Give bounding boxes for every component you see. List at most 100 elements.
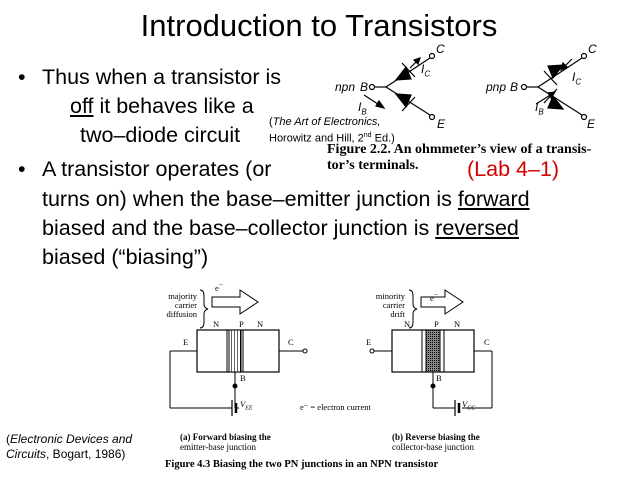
- left-p-region: [228, 329, 242, 373]
- bullet2-forward: forward: [457, 187, 530, 211]
- pnp-ib-sub: B: [538, 107, 544, 117]
- pnp-ib-text: I: [535, 100, 539, 114]
- citation1-paren: (: [269, 116, 273, 128]
- majority-line1: majority: [168, 291, 197, 301]
- pnp-collector-label: C: [588, 42, 597, 56]
- right-caption-line1: (b) Reverse biasing the: [392, 432, 480, 442]
- left-region-n2: N: [257, 319, 264, 329]
- left-region-n1: N: [213, 319, 220, 329]
- bullet-marker-1: •: [18, 65, 26, 89]
- npn-emitter-label: E: [437, 117, 446, 131]
- right-e-text: e: [430, 292, 434, 303]
- drift-arrow: [420, 289, 464, 315]
- vcc-label: VCC: [462, 399, 475, 412]
- right-region-p: P: [434, 319, 439, 329]
- npn-collector-terminal: [428, 52, 436, 60]
- reverse-bias-circuit: [369, 289, 493, 416]
- pnp-eb-diode: [547, 94, 565, 110]
- minority-carrier-label: minority carrier drift: [355, 292, 405, 319]
- citation1-line2: Horowitz and Hill, 2nd Ed.): [269, 129, 395, 146]
- bullet2-line3a: biased and the base–collector junction i…: [42, 216, 436, 240]
- pnp-emitter-terminal: [580, 113, 588, 121]
- minority-line2: carrier: [382, 300, 405, 310]
- citation-art-of-electronics: (The Art of Electronics, Horowitz and Hi…: [269, 116, 395, 146]
- npn-emitter-terminal: [428, 113, 436, 121]
- figure-4-3-caption: Figure 4.3 Biasing the two PN junctions …: [165, 459, 439, 470]
- diffusion-arrow: [211, 289, 259, 315]
- right-region-n1: N: [404, 319, 411, 329]
- vee-sub: EE: [245, 405, 253, 412]
- right-base-label: B: [436, 373, 442, 383]
- left-region-p: P: [239, 319, 244, 329]
- pnp-emitter-label: E: [587, 117, 596, 131]
- left-emitter-label: E: [183, 337, 189, 347]
- citation1-line1: The Art of Electronics,: [272, 116, 381, 128]
- citation2-line1: Electronic Devices and: [10, 432, 133, 446]
- vcc-v: V: [462, 399, 468, 409]
- npn-be-diode: [394, 93, 412, 109]
- pnp-cb-diode: [547, 64, 565, 80]
- bullet-marker-2: •: [18, 157, 26, 181]
- bullet1-line2-rest: it behaves like a: [93, 94, 254, 118]
- npn-diode-model: [363, 52, 436, 121]
- npn-base-label: B: [360, 80, 369, 94]
- pnp-type-label: pnp: [486, 80, 507, 94]
- pnp-collector-terminal: [580, 52, 588, 60]
- majority-carrier-label: majority carrier diffusion: [147, 292, 197, 319]
- npn-ib-label: IB: [358, 100, 367, 116]
- lab-reference: (Lab 4–1): [467, 157, 560, 181]
- fig22-caption-line2: tor’s terminals.: [327, 158, 419, 173]
- bullet2-line3: biased and the base–collector junction i…: [42, 213, 519, 243]
- reverse-bias-caption: (b) Reverse biasing the collector-base j…: [392, 432, 480, 452]
- forward-bias-circuit: [169, 289, 308, 416]
- right-p-region: [425, 329, 441, 373]
- citation-bogart: (Electronic Devices and Circuits, Bogart…: [6, 432, 132, 462]
- majority-line3: diffusion: [166, 309, 197, 319]
- npn-type-label: npn: [335, 80, 356, 94]
- npn-ic-label: IC: [421, 62, 430, 78]
- pnp-diode-model: [520, 52, 588, 121]
- right-collector-label: C: [484, 337, 490, 347]
- citation1-line2b: Ed.): [371, 132, 395, 145]
- right-region-n2: N: [454, 319, 461, 329]
- citation2-line2b: , Bogart, 1986): [46, 447, 126, 461]
- left-caption-line1: (a) Forward biasing the: [180, 432, 271, 442]
- left-caption-line2: emitter-base junction: [180, 442, 257, 452]
- pnp-ib-label: IB: [535, 100, 544, 116]
- minority-line1: minority: [375, 291, 405, 301]
- slide-title: Introduction to Transistors: [140, 8, 498, 43]
- minority-line3: drift: [390, 309, 405, 319]
- right-caption-line2: collector-base junction: [392, 442, 475, 452]
- citation2-circuits: Circuits: [6, 447, 47, 461]
- bullet1-off: off: [70, 94, 94, 118]
- citation2-paren: (: [6, 432, 10, 446]
- fig22-caption-line1: Figure 2.2. An ohmmeter’s view of a tran…: [327, 142, 592, 157]
- bullet1-line3: two–diode circuit: [80, 123, 241, 147]
- vee-v: V: [240, 399, 246, 409]
- npn-ic-sub: C: [424, 69, 431, 79]
- vcc-sub: CC: [467, 405, 476, 412]
- bullet2-line4: biased (“biasing”): [42, 245, 209, 269]
- electron-current-legend: e⁻ = electron current: [300, 402, 371, 412]
- bullet2-line1: A transistor operates (or: [42, 157, 272, 181]
- pnp-ic-label: IC: [572, 70, 581, 86]
- pnp-base-label: B: [510, 80, 519, 94]
- citation1-line2a: Horowitz and Hill, 2: [269, 132, 364, 145]
- npn-ic-text: I: [421, 62, 425, 76]
- citation1-sup: nd: [363, 132, 372, 139]
- left-electron-label: e−: [215, 281, 223, 293]
- vee-label: VEE: [240, 399, 253, 412]
- bullet2-reversed: reversed: [435, 216, 519, 240]
- npn-collector-label: C: [436, 42, 445, 56]
- left-e-text: e: [215, 282, 219, 293]
- bullet1-line2: off it behaves like a: [70, 91, 254, 121]
- npn-ib-text: I: [358, 100, 362, 114]
- bullet1-line1: Thus when a transistor is: [42, 65, 281, 89]
- npn-ib-sub: B: [361, 107, 367, 117]
- left-base-label: B: [240, 373, 246, 383]
- bullet2-line2a: turns on) when the base–emitter junction…: [42, 187, 458, 211]
- right-brace: [408, 289, 418, 329]
- pnp-ic-sub: C: [575, 77, 582, 87]
